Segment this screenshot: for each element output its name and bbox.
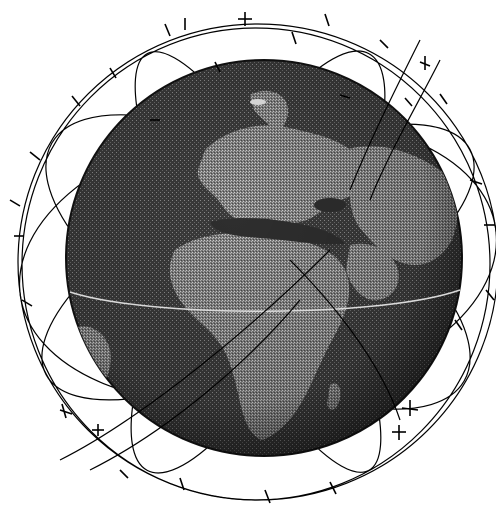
satellite-marker bbox=[165, 24, 170, 36]
continents bbox=[66, 60, 462, 456]
satellite-marker bbox=[405, 98, 412, 106]
satellite-marker bbox=[292, 32, 296, 44]
globe bbox=[66, 60, 462, 456]
satellite-marker bbox=[440, 94, 447, 104]
satellite-marker bbox=[325, 14, 329, 26]
satellite-marker bbox=[72, 96, 80, 106]
satellite-marker bbox=[10, 200, 20, 206]
satellite-marker bbox=[380, 40, 388, 48]
satellite-marker bbox=[120, 470, 128, 478]
satellite-marker bbox=[22, 300, 32, 306]
satellite-marker bbox=[265, 490, 270, 503]
satellite-marker bbox=[30, 152, 40, 160]
